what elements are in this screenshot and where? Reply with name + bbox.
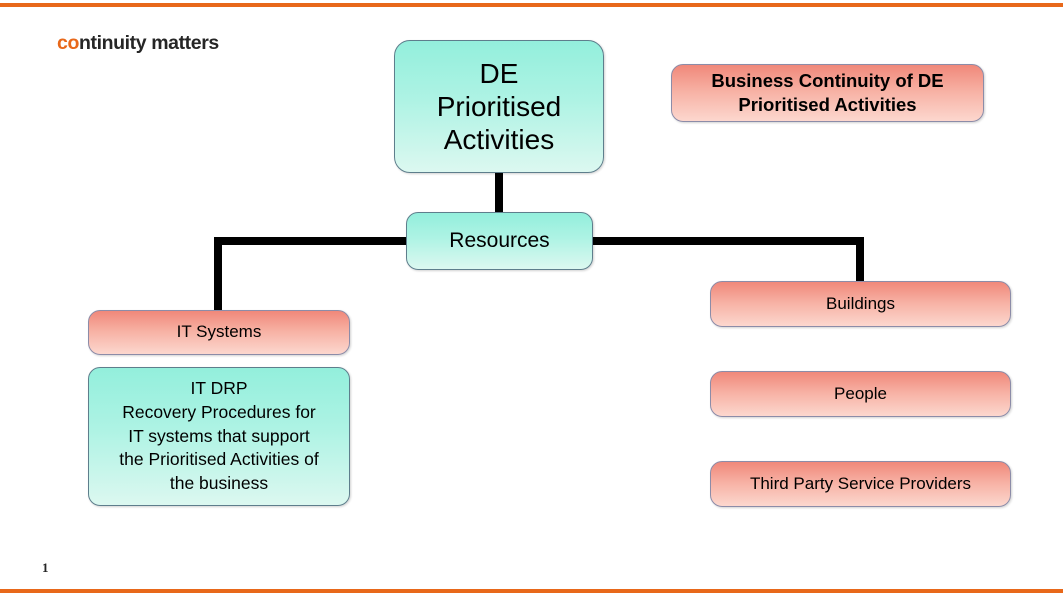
node-resources: Resources: [406, 212, 593, 270]
node-it-drp-line5: the business: [169, 473, 269, 494]
connector-drop-to-it-systems: [214, 237, 222, 313]
bottom-rule: [0, 589, 1063, 593]
node-it-systems: IT Systems: [88, 310, 350, 355]
slide-title-banner: Business Continuity of DE Prioritised Ac…: [671, 64, 984, 122]
slide-title-line2: Prioritised Activities: [738, 94, 917, 115]
node-it-drp-line2: Recovery Procedures for: [122, 401, 316, 422]
node-de-prioritised-activities: DE Prioritised Activities: [394, 40, 604, 173]
node-it-drp-line1: IT DRP: [190, 377, 248, 398]
node-it-drp-line4: the Prioritised Activities of: [119, 449, 319, 470]
connector-root-to-resources: [495, 172, 503, 214]
top-rule: [0, 3, 1063, 7]
node-de-label: DE Prioritised Activities: [429, 57, 569, 156]
node-buildings-label: Buildings: [826, 293, 895, 313]
connector-drop-to-buildings: [856, 237, 864, 284]
node-people: People: [710, 371, 1011, 417]
node-it-drp: IT DRP Recovery Procedures for IT system…: [88, 367, 350, 506]
node-buildings: Buildings: [710, 281, 1011, 327]
node-de-line3: Activities: [443, 124, 555, 156]
node-third-party-service-providers: Third Party Service Providers: [710, 461, 1011, 507]
node-it-drp-label: IT DRP Recovery Procedures for IT system…: [111, 377, 326, 497]
node-resources-label: Resources: [449, 228, 550, 252]
logo-accent-text: co: [57, 32, 79, 54]
node-people-label: People: [834, 383, 887, 403]
slide-title-label: Business Continuity of DE Prioritised Ac…: [703, 69, 951, 117]
slide-title-line1: Business Continuity of DE: [711, 69, 944, 91]
logo-text: ntinuity matters: [78, 32, 219, 54]
node-third-party-label: Third Party Service Providers: [749, 473, 972, 493]
company-logo: continuity matters: [57, 32, 219, 54]
node-de-line2: Prioritised: [436, 90, 562, 122]
node-it-drp-line3: IT systems that support: [128, 425, 310, 446]
node-it-systems-label: IT Systems: [176, 322, 262, 342]
page-number: 1: [42, 560, 49, 575]
node-de-line1: DE: [479, 57, 519, 89]
